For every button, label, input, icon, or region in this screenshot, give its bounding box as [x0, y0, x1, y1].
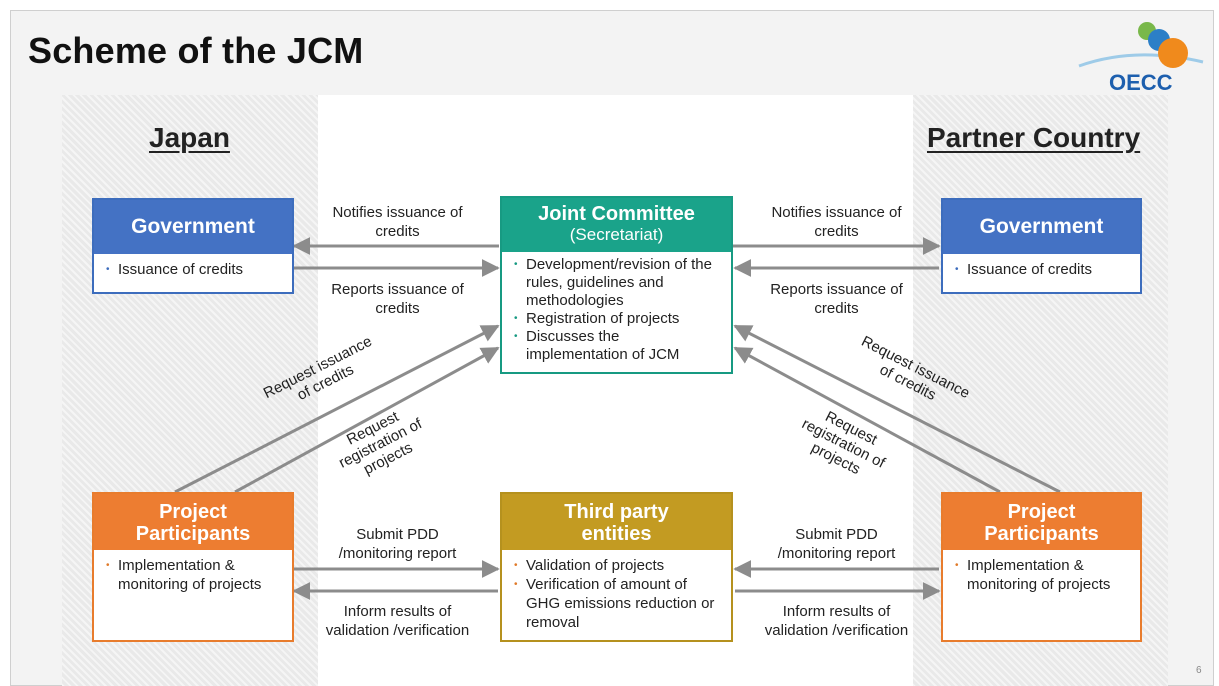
project-participants-partner-box: Project Participants •Implementation & m…: [941, 492, 1142, 642]
logo-text: OECC: [1109, 70, 1173, 95]
project-participants-japan-box: Project Participants •Implementation & m…: [92, 492, 294, 642]
joint-committee-title: Joint Committee: [538, 203, 695, 225]
government-japan-title: Government: [94, 200, 292, 254]
project-participants-japan-item: •Implementation & monitoring of projects: [106, 557, 262, 593]
label-submit-right: Submit PDD/monitoring report: [777, 526, 896, 562]
government-japan-item: •Issuance of credits: [106, 261, 244, 278]
project-participants-japan-title-line1: Project: [159, 501, 227, 523]
joint-committee-box: Joint Committee (Secretariat) •Developme…: [500, 196, 733, 374]
joint-committee-item: •Discusses the implementation of JCM: [514, 328, 680, 363]
arrow-req-reg-left: [234, 346, 500, 494]
joint-committee-item: •Registration of projects: [514, 310, 680, 327]
government-partner-title: Government: [943, 200, 1140, 254]
project-participants-japan-title-line2: Participants: [135, 523, 251, 545]
project-participants-partner-item: •Implementation & monitoring of projects: [955, 557, 1111, 593]
third-party-item: •Verification of amount of GHG emissions…: [514, 576, 715, 631]
arrow-req-reg-right: [733, 346, 1001, 494]
arrow-req-issue-left: [174, 324, 500, 494]
joint-committee-item: •Development/revision of the rules, guid…: [514, 256, 712, 309]
third-party-title-line1: Third party: [564, 501, 669, 523]
logo-orange-dot: [1158, 38, 1188, 68]
government-partner-box: Government •Issuance of credits: [941, 198, 1142, 294]
partner-country-heading: Partner Country: [927, 122, 1141, 153]
third-party-entities-box: Third party entities •Validation of proj…: [500, 492, 733, 642]
oecc-logo-icon: OECC: [1078, 22, 1204, 95]
joint-committee-subtitle: (Secretariat): [569, 225, 664, 244]
government-partner-item: •Issuance of credits: [955, 261, 1093, 278]
third-party-title-line2: entities: [581, 523, 652, 545]
government-japan-box: Government •Issuance of credits: [92, 198, 294, 294]
project-participants-partner-title-line2: Participants: [984, 523, 1099, 545]
page-number: 6: [1196, 665, 1202, 676]
label-submit-left: Submit PDD/monitoring report: [338, 526, 457, 562]
project-participants-partner-title-line1: Project: [1007, 501, 1076, 523]
slide-title: Scheme of the JCM: [28, 30, 364, 71]
japan-heading: Japan: [149, 122, 230, 153]
third-party-item: •Validation of projects: [514, 557, 665, 574]
arrow-req-issue-right: [733, 324, 1061, 494]
